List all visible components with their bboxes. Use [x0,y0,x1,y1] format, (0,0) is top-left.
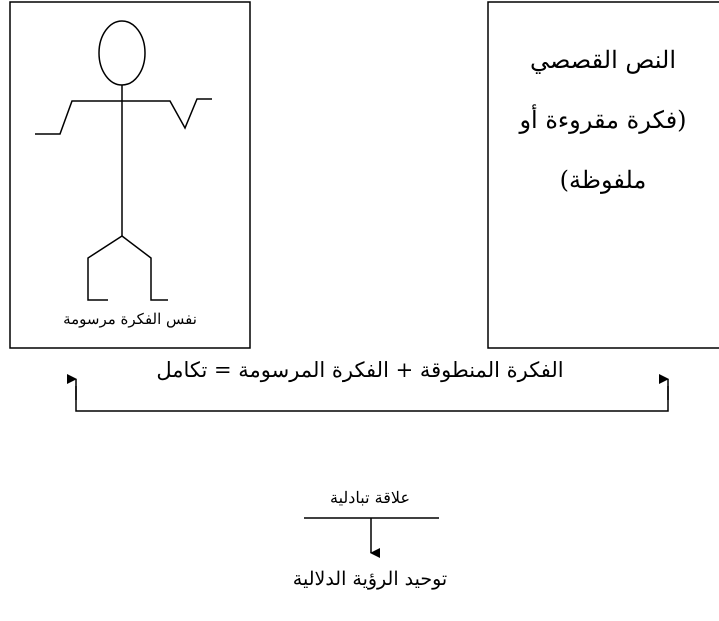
story-text-line-2: (فكرة مقروءة أو [519,106,687,134]
result-label: توحيد الرؤية الدلالية [292,568,448,590]
relation-label: علاقة تبادلية [330,488,410,507]
figure-caption: نفس الفكرة مرسومة [63,310,197,328]
integration-connector [67,374,669,412]
left-box [9,1,251,349]
story-text-block: النص القصصي (فكرة مقروءة أو ملفوظة) [488,30,718,210]
figure-arms [35,98,212,135]
figure-head [98,20,146,86]
figure-right-leg [121,235,168,301]
story-text-line-3: ملفوظة) [559,166,647,194]
integration-equation: الفكرة المنطوقة + الفكرة المرسومة = تكام… [156,358,564,382]
right-box [487,1,719,349]
story-text-line-1: النص القصصي [529,46,676,74]
connector-line [75,386,669,412]
stick-figure [35,20,212,301]
figure-left-leg [87,235,123,301]
